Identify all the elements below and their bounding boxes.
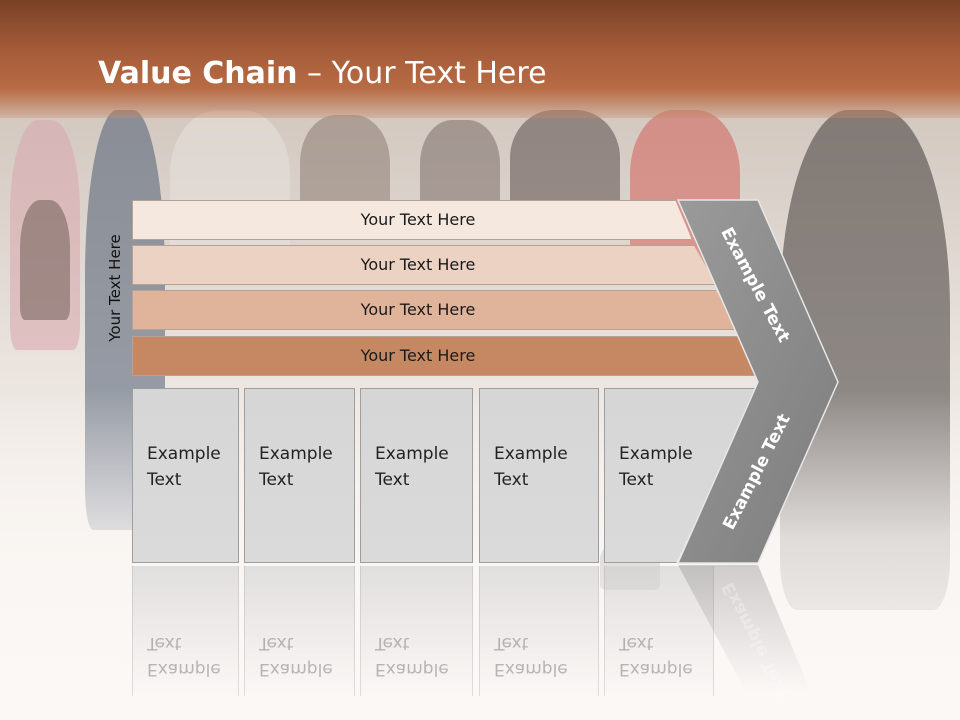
chevron-reflection: [678, 565, 810, 690]
band-3[interactable]: Your Text Here: [132, 290, 740, 330]
box-2-line2: Text: [259, 470, 294, 490]
title-bold: Value Chain: [98, 56, 298, 91]
box-1-line1: Example: [147, 444, 221, 464]
band-1[interactable]: Your Text Here: [132, 200, 692, 240]
band-3-label: Your Text Here: [360, 300, 476, 319]
band-2-label: Your Text Here: [360, 255, 476, 274]
box-5-line2: Text: [619, 470, 654, 490]
band-1-label: Your Text Here: [360, 210, 476, 229]
title-rest: – Your Text Here: [297, 56, 547, 91]
box-5-line1: Example: [619, 444, 693, 464]
box-4-line2: Text: [494, 470, 529, 490]
box-3-line2: Text: [375, 470, 410, 490]
box-2-line1: Example: [259, 444, 333, 464]
band-4-label: Your Text Here: [360, 346, 476, 365]
box-3-line1: Example: [375, 444, 449, 464]
box-4-line1: Example: [494, 444, 568, 464]
title-bar: [0, 0, 960, 118]
band-4[interactable]: Your Text Here: [132, 336, 764, 376]
box-1-line2: Text: [147, 470, 182, 490]
band-2[interactable]: Your Text Here: [132, 245, 717, 285]
chevron-body: [676, 199, 839, 564]
slide-title[interactable]: Value Chain – Your Text Here: [98, 52, 547, 96]
